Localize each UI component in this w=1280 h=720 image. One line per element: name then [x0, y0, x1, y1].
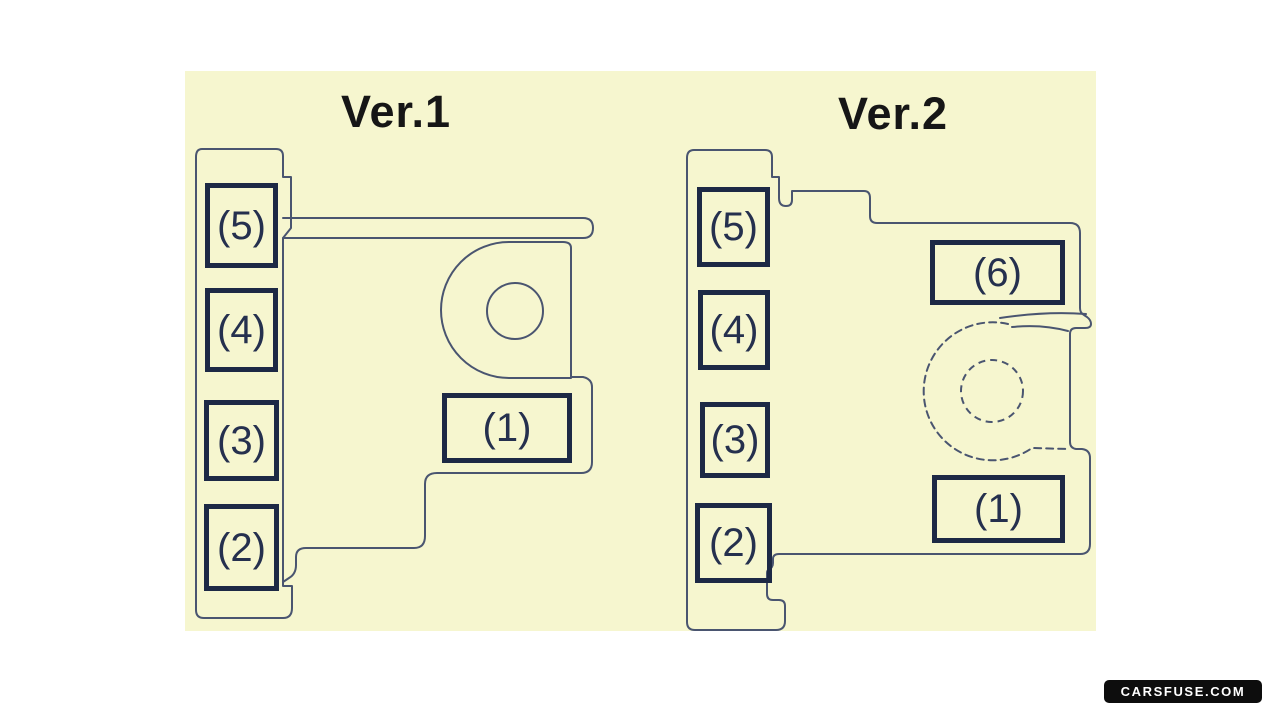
ver1-body-outline — [282, 241, 593, 583]
ver2-relay-6-box: (6) — [930, 240, 1065, 305]
ver2-relay-1-label: (1) — [974, 487, 1023, 531]
carsfuse-watermark-badge: CARSFUSE.COM — [1104, 680, 1262, 703]
ver1-relay-1-box: (1) — [442, 393, 572, 463]
ver2-stud-hole-circle — [960, 359, 1024, 423]
ver1-relay-1-label: (1) — [482, 406, 532, 450]
ver1-arm-outline — [282, 217, 594, 239]
ver2-relay-6-label: (6) — [973, 250, 1022, 295]
ver1-fuse-5-label: (5) — [217, 203, 266, 248]
ver1-fuse-5-box: (5) — [205, 183, 278, 268]
ver1-stud-boss-arc — [440, 241, 572, 379]
carsfuse-watermark-text: CARSFUSE.COM — [1120, 684, 1246, 699]
ver1-fuse-3-label: (3) — [217, 418, 266, 463]
ver2-stud-boss-arc — [922, 321, 1069, 462]
ver2-fuse-4-box: (4) — [698, 290, 770, 370]
ver2-fuse-5-label: (5) — [709, 205, 758, 249]
ver2-relay-1-box: (1) — [932, 475, 1065, 543]
ver1-stud-hole-circle — [486, 282, 544, 340]
ver1-fuse-2-box: (2) — [204, 504, 279, 591]
ver2-fuse-2-label: (2) — [709, 521, 758, 565]
ver1-fuse-4-box: (4) — [205, 288, 278, 372]
ver2-fuse-4-label: (4) — [709, 308, 759, 352]
diagram-card — [185, 71, 1096, 631]
ver1-fuse-3-box: (3) — [204, 400, 279, 481]
ver2-boss-top-line — [1011, 325, 1069, 332]
ver1-fuse-2-label: (2) — [217, 525, 266, 570]
ver2-fuse-5-box: (5) — [697, 187, 770, 267]
ver2-housing-outline — [686, 149, 1092, 631]
ver2-fuse-3-box: (3) — [700, 402, 770, 478]
ver1-fuse-strip-outline — [195, 148, 293, 619]
ver1-fuse-4-label: (4) — [217, 308, 266, 352]
ver2-title: Ver.2 — [837, 88, 949, 139]
ver2-fuse-3-label: (3) — [710, 418, 760, 462]
ver2-fuse-2-box: (2) — [695, 503, 772, 583]
ver2-relay6-socket-line — [999, 312, 1087, 319]
ver1-title: Ver.1 — [340, 86, 452, 137]
